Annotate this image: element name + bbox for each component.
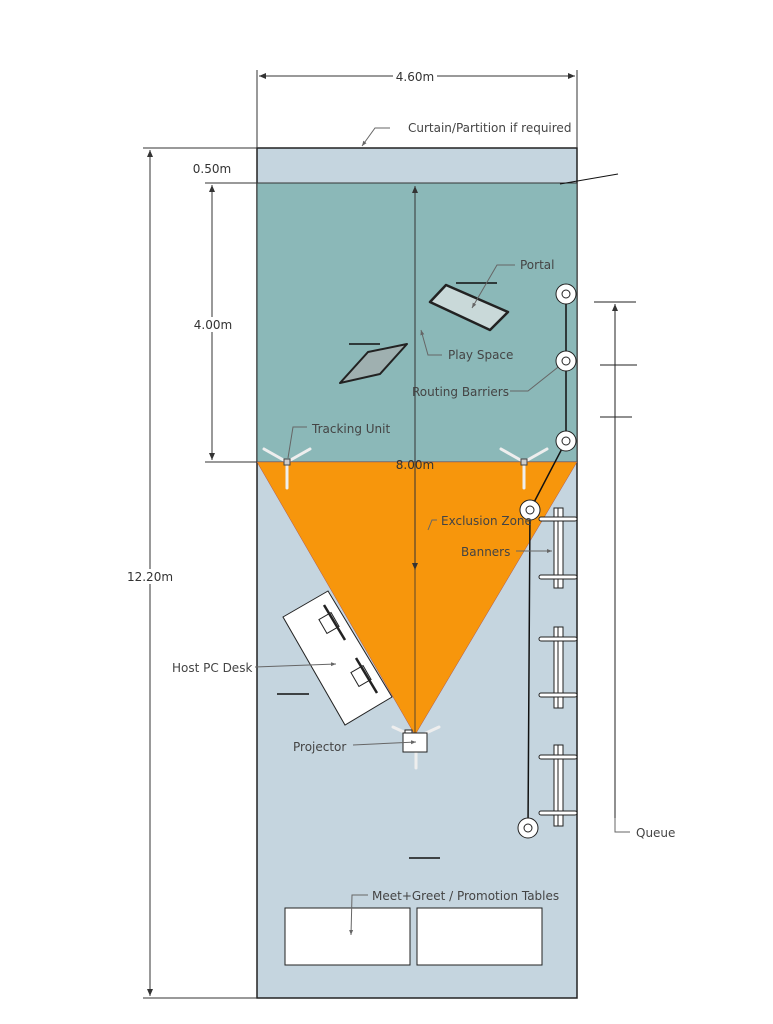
queue-dimension	[594, 301, 637, 833]
length-dimension: 12.20m	[126, 147, 257, 999]
curtain-label: Curtain/Partition if required	[408, 121, 571, 135]
tables-label: Meet+Greet / Promotion Tables	[372, 889, 559, 903]
routing-barriers	[517, 283, 577, 839]
play-space-area	[256, 182, 578, 463]
exclusion-zone-label: Exclusion Zone	[441, 514, 532, 528]
meet-greet-table-right	[416, 907, 543, 966]
host-pc-desk-label: Host PC Desk	[172, 661, 252, 675]
width-label: 4.60m	[396, 70, 434, 84]
tracking-unit-left	[262, 447, 312, 490]
host-pc-desk	[282, 590, 393, 726]
tracking-unit-right	[499, 447, 549, 490]
play-space-label: Play Space	[448, 348, 513, 362]
curtain-depth-label: 0.50m	[193, 162, 231, 176]
play-panel	[339, 343, 408, 384]
portal	[428, 282, 510, 332]
play-depth-label: 4.00m	[194, 318, 232, 332]
routing-barriers-label: Routing Barriers	[412, 385, 509, 399]
tracking-unit-label: Tracking Unit	[311, 422, 390, 436]
banners	[538, 507, 578, 827]
banners-label: Banners	[461, 545, 510, 559]
meet-greet-table-left	[284, 907, 411, 966]
width-dimension: 4.60m	[256, 70, 578, 148]
portal-label: Portal	[520, 258, 554, 272]
curtain-marker	[559, 173, 619, 185]
queue-label: Queue	[636, 826, 675, 840]
projector-label: Projector	[293, 740, 346, 754]
center-dimension-label: 8.00m	[396, 458, 434, 472]
length-label: 12.20m	[127, 570, 173, 584]
depth-dimensions: 4.00m 0.50m	[190, 162, 257, 463]
